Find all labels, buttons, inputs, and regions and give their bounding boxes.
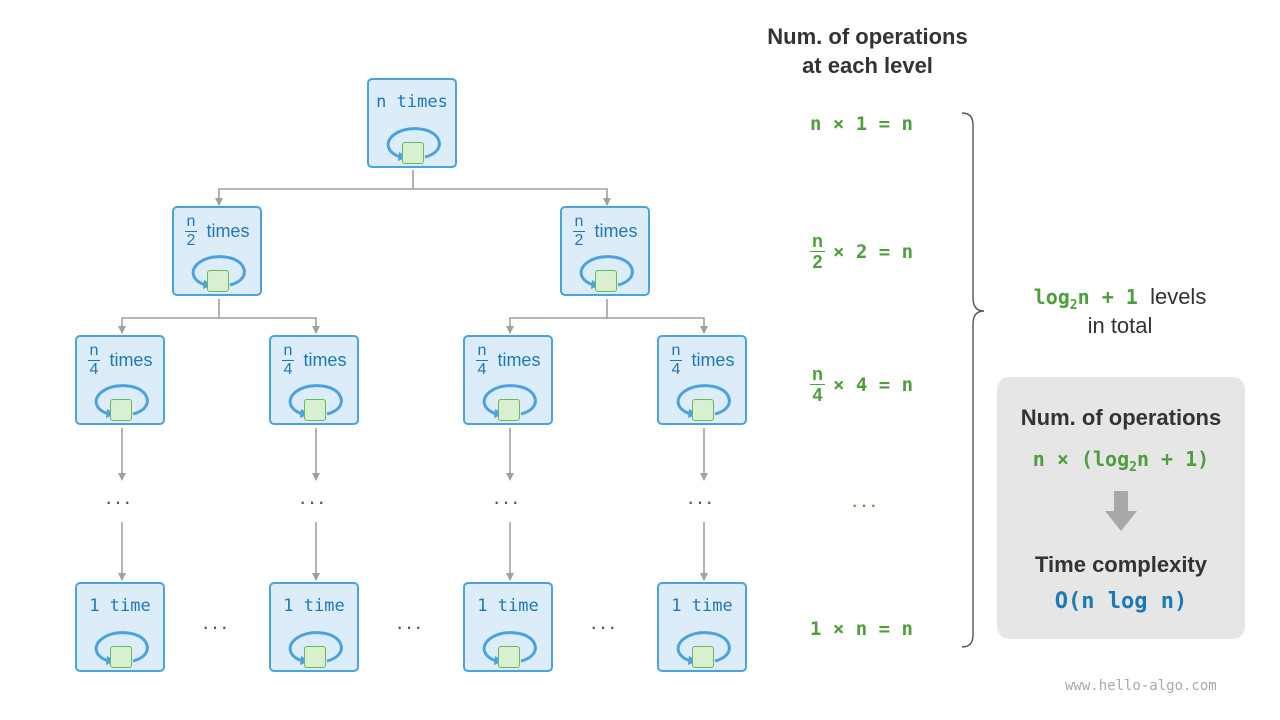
operation-box: [498, 646, 520, 668]
leaf-ellipsis: ···: [396, 614, 424, 639]
fraction-numerator: n: [812, 231, 823, 251]
level-ops-1: n × 1 = n: [810, 113, 913, 135]
node-label-word: times: [594, 221, 638, 241]
operation-box: [207, 270, 229, 292]
node-label: 1 time: [477, 596, 539, 616]
node-label-word: times: [691, 350, 735, 370]
operation-box: [595, 270, 617, 292]
operation-box: [402, 142, 424, 164]
tree-ellipsis: ···: [493, 489, 521, 514]
fraction-denominator: 2: [810, 251, 825, 272]
tree-leaf-4: 1 time: [657, 582, 747, 672]
fraction-numerator: n: [186, 213, 196, 230]
fraction-denominator: 2: [572, 231, 586, 249]
operation-box: [304, 399, 326, 421]
arrow-down-icon: [1105, 491, 1137, 531]
fraction-denominator: 4: [810, 384, 825, 405]
complexity-title: Time complexity: [1035, 552, 1207, 577]
fraction-numerator: n: [574, 213, 584, 230]
total-levels-line1: log2n + 1 levels: [1010, 282, 1230, 320]
summary-panel: Num. of operations n × (log2n + 1) Time …: [997, 377, 1245, 639]
operation-box: [692, 399, 714, 421]
node-label-word: times: [206, 221, 250, 241]
node-label: n times: [376, 92, 448, 112]
total-levels-line2: in total: [1087, 313, 1153, 338]
fraction-denominator: 4: [475, 360, 489, 378]
summary-ops-title: Num. of operations: [1020, 405, 1222, 430]
node-label: 1 time: [89, 596, 151, 616]
total-levels-expr: log2n + 1: [1033, 285, 1138, 313]
level-ops-ellipsis: ···: [851, 492, 879, 517]
leaf-ellipsis: ···: [202, 614, 230, 639]
tree-node-root: n times: [367, 78, 457, 168]
operation-box: [498, 399, 520, 421]
level-ops-expression: × 2 = n: [833, 240, 914, 263]
operation-box: [304, 646, 326, 668]
operation-box: [110, 399, 132, 421]
tree-leaf-3: 1 time: [463, 582, 553, 672]
tree-ellipsis: ···: [105, 489, 133, 514]
tree-ellipsis: ···: [687, 489, 715, 514]
complexity-value: O(n log n): [1054, 589, 1188, 614]
tree-ellipsis: ···: [299, 489, 327, 514]
node-label-word: times: [109, 350, 153, 370]
tree-leaf-1: 1 time: [75, 582, 165, 672]
log-base: 2: [1069, 298, 1078, 313]
log-text: log: [1033, 285, 1070, 309]
level-ops-last: 1 × n = n: [810, 618, 913, 640]
fraction-denominator: 2: [184, 231, 198, 249]
level-ops-expression: × 4 = n: [833, 373, 914, 396]
fraction-denominator: 4: [281, 360, 295, 378]
node-label: 1 time: [671, 596, 733, 616]
fraction-numerator: n: [283, 342, 293, 359]
node-label: 1 time: [283, 596, 345, 616]
node-label-word: times: [497, 350, 541, 370]
node-label-word: times: [303, 350, 347, 370]
watermark: www.hello-algo.com: [1065, 678, 1217, 694]
leaf-ellipsis: ···: [590, 614, 618, 639]
fraction-numerator: n: [812, 364, 823, 384]
fraction-numerator: n: [477, 342, 487, 359]
fraction-denominator: 4: [669, 360, 683, 378]
fraction-denominator: 4: [87, 360, 101, 378]
operation-box: [110, 646, 132, 668]
levels-brace: [961, 112, 985, 648]
fraction-numerator: n: [671, 342, 681, 359]
levels-header-line2: at each level: [802, 53, 933, 78]
total-levels-word: levels: [1150, 284, 1207, 309]
expr-rest: n + 1: [1077, 285, 1138, 309]
formula-post: n + 1): [1136, 447, 1210, 471]
summary-ops-formula: n × (log2n + 1): [997, 447, 1245, 475]
tree-leaf-2: 1 time: [269, 582, 359, 672]
formula-pre: n × (log: [1032, 447, 1130, 471]
fraction-numerator: n: [89, 342, 99, 359]
operation-box: [692, 646, 714, 668]
formula-log-base: 2: [1129, 460, 1137, 475]
levels-header-line1: Num. of operations: [767, 24, 968, 49]
